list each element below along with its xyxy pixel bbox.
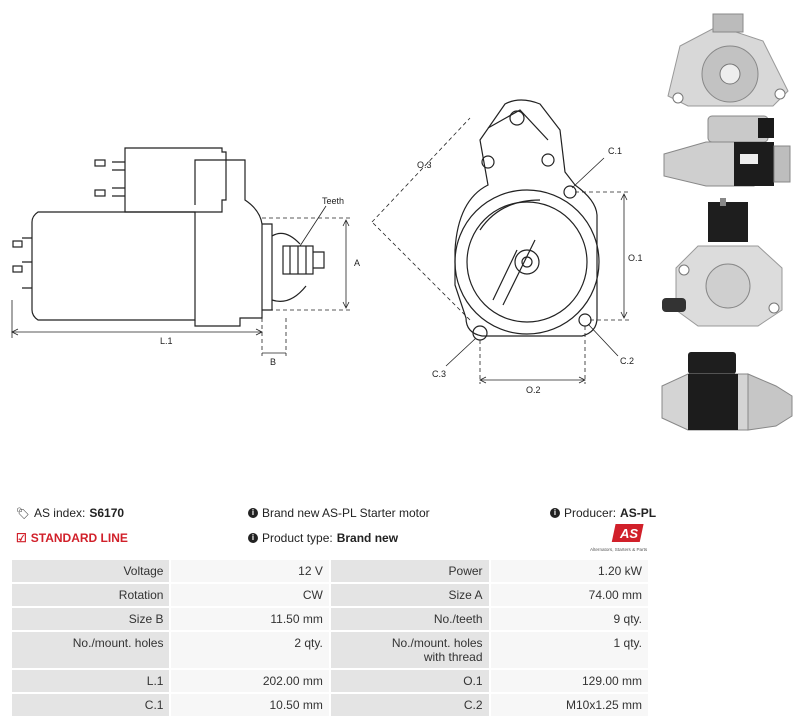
label-c3: C.3 (432, 369, 446, 379)
spec-label: O.1 (330, 670, 489, 692)
product-photo-side-2 (658, 346, 798, 438)
spec-label: Power (330, 560, 489, 582)
spec-value: CW (171, 584, 329, 606)
info-icon: i (550, 508, 560, 518)
producer-value: AS-PL (620, 506, 657, 520)
spec-value: 129.00 mm (490, 670, 648, 692)
producer-row: i Producer: AS-PL (550, 506, 656, 520)
as-index-row: 🏷︎ AS index: S6170 (16, 506, 124, 520)
label-o3: O.3 (417, 160, 432, 170)
spec-label: C.1 (12, 694, 170, 716)
spec-value: 74.00 mm (490, 584, 648, 606)
label-c2: C.2 (620, 356, 634, 366)
checkbox-icon: ☑ (16, 531, 27, 545)
product-type-row: i Product type: Brand new (248, 531, 398, 545)
spec-value: 11.50 mm (171, 608, 329, 630)
spec-label: Size A (330, 584, 489, 606)
label-l1: L.1 (160, 336, 173, 346)
table-row: L.1 202.00 mm O.1 129.00 mm (12, 670, 648, 692)
spec-value: 12 V (171, 560, 329, 582)
spec-value: 2 qty. (171, 632, 329, 668)
table-row: Voltage 12 V Power 1.20 kW (12, 560, 648, 582)
spec-label: C.2 (330, 694, 489, 716)
spec-value: 202.00 mm (171, 670, 329, 692)
product-line-row: ☑ STANDARD LINE (16, 531, 128, 545)
spec-label: No./mount. holes (12, 632, 170, 668)
spec-label: Size B (12, 608, 170, 630)
product-photo-side (658, 114, 798, 194)
product-type-value: Brand new (336, 531, 399, 545)
label-o2: O.2 (526, 385, 541, 395)
product-info: 🏷︎ AS index: S6170 ☑ STANDARD LINE i Bra… (16, 0, 656, 560)
svg-text:AS: AS (619, 526, 638, 541)
label-c1: C.1 (608, 146, 622, 156)
svg-text:Alternators, Starters & Parts: Alternators, Starters & Parts (590, 547, 648, 552)
spec-label: L.1 (12, 670, 170, 692)
technical-drawings: Teeth A B L.1 O.1 O.2 O.3 C.1 C.2 C.3 (11, 99, 643, 395)
specification-table: Voltage 12 V Power 1.20 kW Rotation CW S… (10, 558, 650, 718)
product-line: STANDARD LINE (30, 531, 128, 545)
product-type-label: Product type: (262, 531, 333, 545)
description: Brand new AS-PL Starter motor (262, 506, 430, 520)
spec-label: No./mount. holes with thread (330, 632, 489, 668)
spec-value: M10x1.25 mm (490, 694, 648, 716)
spec-label: Rotation (12, 584, 170, 606)
label-o1: O.1 (628, 253, 643, 263)
spec-value: 10.50 mm (171, 694, 329, 716)
as-pl-logo: AS Alternators, Starters & Parts (590, 524, 648, 552)
table-row: No./mount. holes 2 qty. No./mount. holes… (12, 632, 648, 668)
table-row: Rotation CW Size A 74.00 mm (12, 584, 648, 606)
as-index-value: S6170 (89, 506, 125, 520)
spec-label: Voltage (12, 560, 170, 582)
info-icon: i (248, 508, 258, 518)
table-row: Size B 11.50 mm No./teeth 9 qty. (12, 608, 648, 630)
producer-label: Producer: (564, 506, 617, 520)
as-index-label: AS index: (33, 506, 86, 520)
spec-value: 1 qty. (490, 632, 648, 668)
product-photo-front (658, 6, 798, 112)
spec-value: 9 qty. (490, 608, 648, 630)
description-row: i Brand new AS-PL Starter motor (248, 506, 430, 520)
spec-label: No./teeth (330, 608, 489, 630)
tag-icon: 🏷︎ (16, 507, 30, 520)
spec-value: 1.20 kW (490, 560, 648, 582)
side-view-drawing (12, 147, 325, 327)
info-icon: i (248, 533, 258, 543)
label-b: B (270, 357, 276, 367)
table-row: C.1 10.50 mm C.2 M10x1.25 mm (12, 694, 648, 716)
label-teeth: Teeth (322, 196, 344, 206)
label-a: A (354, 258, 360, 268)
product-photo-rear (658, 198, 798, 330)
